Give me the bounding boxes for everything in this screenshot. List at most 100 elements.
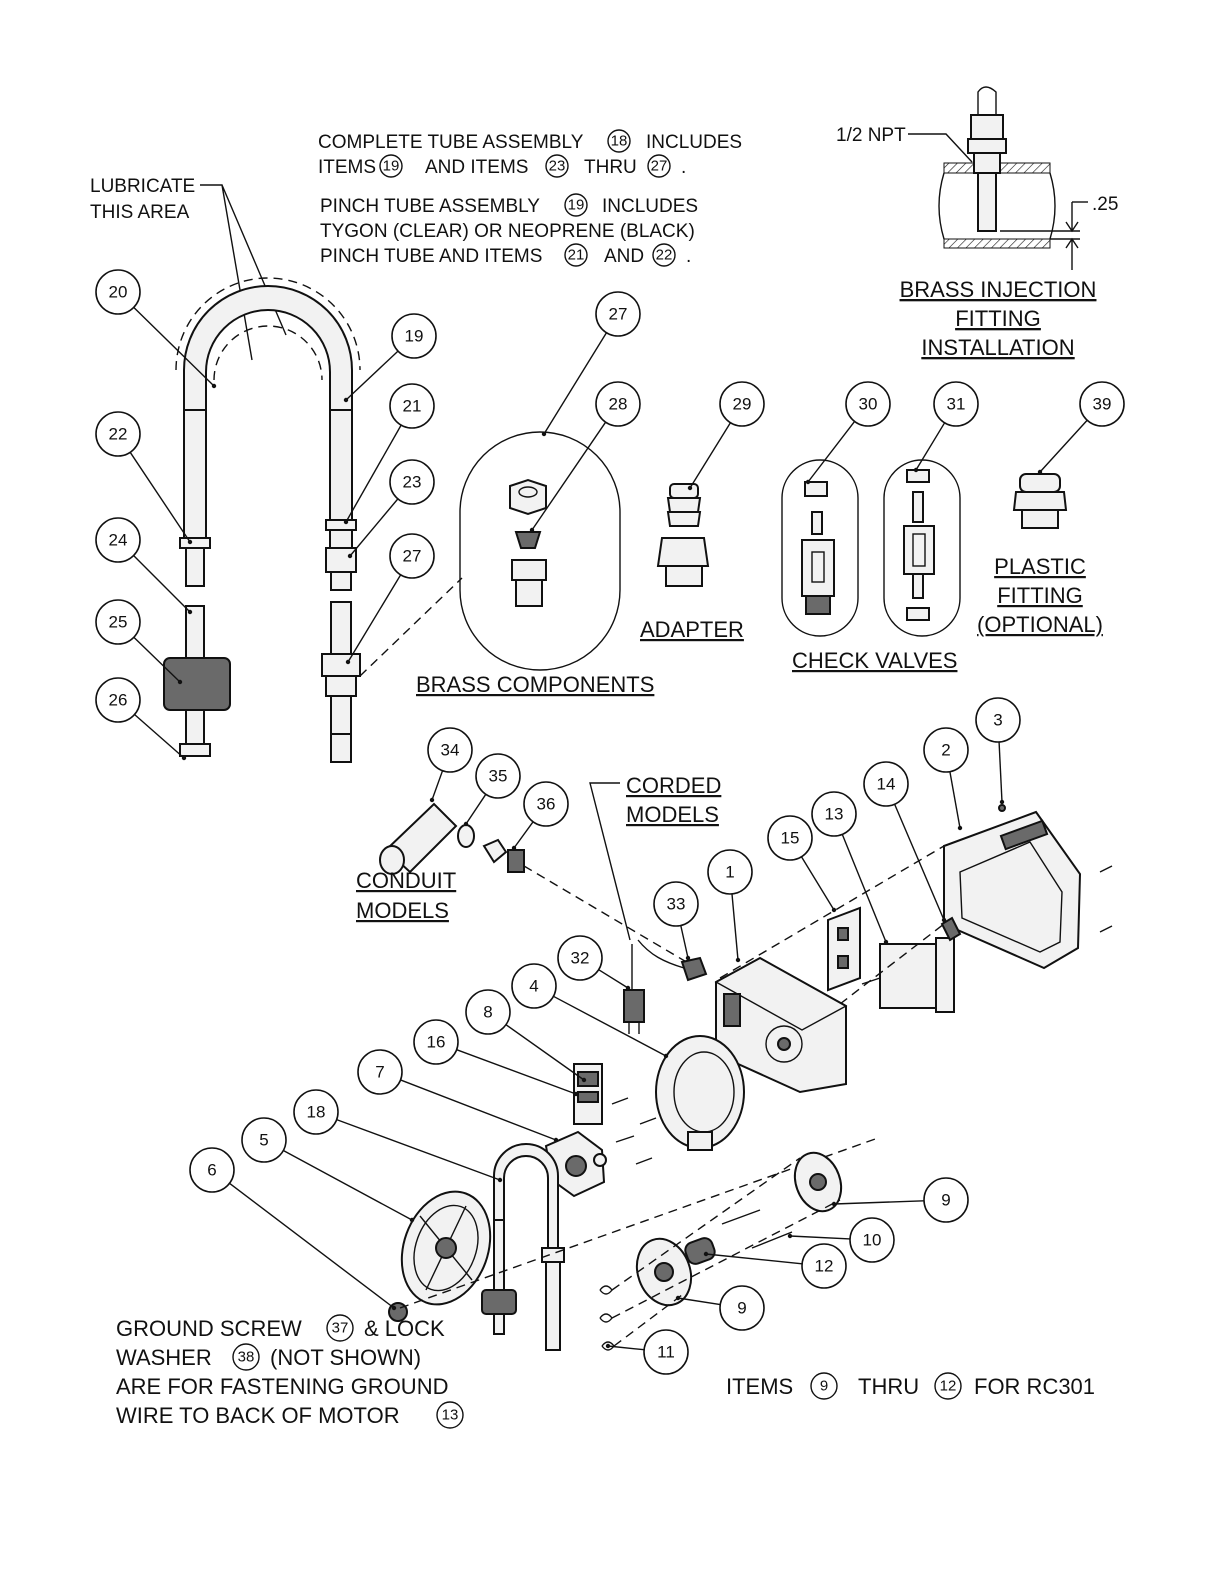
callout-balloon [923, 1177, 969, 1223]
complete-tube-note: COMPLETE TUBE ASSEMBLY 18 INCLUDES ITEMS… [318, 129, 742, 178]
plastic-line1: PLASTIC [994, 554, 1086, 579]
complete-tube-line2-num2: 23 [549, 158, 566, 175]
callout-number: 15 [781, 829, 800, 848]
pinch-tube-left-leg [183, 409, 207, 539]
rc301-explode-line [611, 1199, 841, 1319]
tube-connector-23 [325, 547, 357, 573]
callout-leader [349, 498, 399, 557]
callout-number: 11 [657, 1343, 675, 1362]
pinch-line3a: PINCH TUBE AND ITEMS [320, 246, 542, 267]
pinch-line3c: . [686, 246, 691, 267]
motor-14 [861, 916, 962, 1013]
callout-leader [789, 1235, 851, 1240]
complete-tube-line2c: THRU [584, 157, 637, 178]
items-a: ITEMS [726, 1374, 793, 1399]
callout-leader-tip [181, 755, 187, 761]
lock-nut-35 [482, 838, 508, 864]
callout-leader [283, 1149, 413, 1221]
callout-leader [553, 995, 667, 1057]
inline-callout-circle [647, 154, 671, 178]
callout-leader [513, 821, 534, 849]
ground-line4a: WIRE TO BACK OF MOTOR [116, 1403, 400, 1428]
pipe-break-left [938, 172, 945, 240]
base-1-top [714, 957, 848, 1031]
complete-tube-line2-num3: 27 [651, 158, 668, 175]
callout-leader-tip [429, 797, 435, 803]
compression-nut-27 [321, 653, 361, 677]
callout-leader [949, 771, 961, 829]
callout-number: 28 [609, 395, 628, 414]
complete-tube-line2-num1: 19 [383, 158, 400, 175]
complete-tube-line1-num: 18 [611, 133, 628, 150]
conduit-nut-35 [457, 824, 475, 848]
check-valve-31-body [903, 525, 935, 575]
small-tube-weight [481, 1289, 517, 1315]
tube-insert-21 [325, 519, 357, 531]
callout-leader-tip [913, 467, 919, 473]
callout-balloon [391, 313, 437, 359]
callout-balloon [653, 881, 699, 927]
fitting-injector [977, 172, 997, 232]
callout-leader [431, 770, 444, 801]
callout-balloon [845, 381, 891, 427]
circuit-board [827, 906, 861, 992]
callout-number: 12 [815, 1257, 834, 1276]
callout-leader [531, 421, 607, 531]
callout-balloon [475, 753, 521, 799]
callout-number: 18 [307, 1103, 326, 1122]
callout-balloon [357, 1049, 403, 1095]
small-tube-left [493, 1219, 505, 1291]
callout-balloon [811, 791, 857, 837]
callout-leader [400, 1079, 557, 1141]
pinch-tube-note: PINCH TUBE ASSEMBLY 19 INCLUDES TYGON (C… [320, 193, 698, 267]
inline-callout-circle [379, 154, 403, 178]
pinch-line3-num2: 22 [656, 247, 673, 264]
callout-number: 19 [405, 327, 424, 346]
check-valve-30-nut [804, 481, 828, 497]
brass-injection-heading: BRASS INJECTION FITTING INSTALLATION [900, 277, 1097, 360]
screws-16 [611, 1097, 657, 1165]
callout-leader-tip [391, 1305, 397, 1311]
callout-leader [129, 451, 191, 543]
callout-leader-tip [685, 955, 691, 961]
callout-leader [133, 555, 191, 613]
callout-leader [998, 741, 1003, 803]
housing-2-label [999, 819, 1049, 851]
callout-leader-tip [687, 485, 693, 491]
callout-number: 35 [489, 767, 508, 786]
inline-callout-circle [564, 193, 588, 217]
rc301-pin-10 [721, 1209, 761, 1225]
brass-body-thread [515, 579, 543, 607]
adapter-label: ADAPTER [640, 617, 744, 642]
inline-callout-circle [564, 243, 588, 267]
callout-balloon [241, 1117, 287, 1163]
callout-balloon [923, 727, 969, 773]
callout-leader-tip [625, 985, 631, 991]
brass-injection-line2: FITTING [955, 306, 1041, 331]
fitting-tube-end [977, 86, 997, 116]
callout-balloon [595, 381, 641, 427]
corded-leader [589, 782, 631, 941]
label-plate-8 [573, 1063, 603, 1125]
ground-line1b: & LOCK [364, 1316, 445, 1341]
callout-leader [677, 1297, 721, 1306]
check-valve-31-stem-top [912, 491, 924, 523]
callout-leader-tip [187, 609, 193, 615]
callout-balloon [975, 697, 1021, 743]
tube-assembly-19 [175, 277, 361, 591]
callout-number: 25 [109, 613, 128, 632]
circuit-board-chip [837, 927, 849, 941]
corded-line1: CORDED [626, 773, 721, 798]
fitting-nut [970, 114, 1004, 140]
callout-leader-tip [529, 527, 535, 533]
tube-stem-21 [329, 529, 353, 549]
motor-flange [935, 937, 955, 1013]
items-c: FOR RC301 [974, 1374, 1095, 1399]
callout-leader [807, 421, 856, 483]
callout-balloon [1079, 381, 1125, 427]
brass-injection-detail: 1/2 NPT .25 [836, 86, 1118, 270]
callout-leader-tip [573, 1091, 579, 1097]
callout-leader [915, 422, 946, 471]
conduit-body-opening [379, 845, 405, 875]
inline-callout-circle [934, 1372, 962, 1400]
